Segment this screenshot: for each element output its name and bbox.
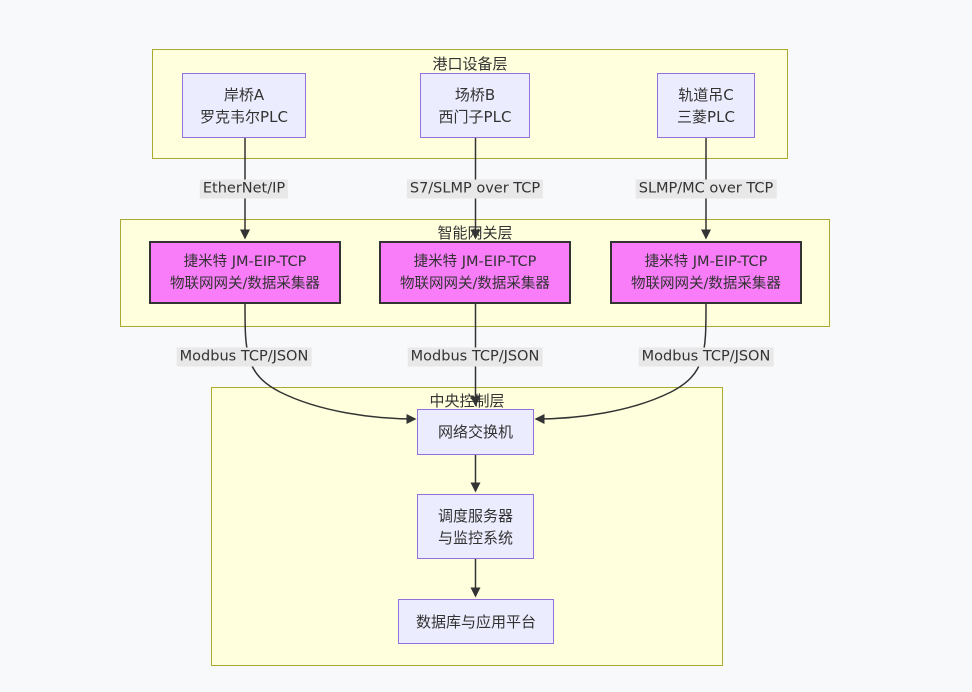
node-rail-crane-c-line1: 轨道吊C	[678, 85, 734, 104]
node-gateway-1: 捷米特 JM-EIP-TCP 物联网网关/数据采集器	[149, 241, 341, 304]
node-network-switch: 网络交换机	[417, 409, 534, 455]
cluster-title-central-control-layer: 中央控制层	[429, 392, 505, 410]
edge-label-ethernet-ip: EtherNet/IP	[199, 179, 289, 199]
edge-label-s7-slmp-over-tcp: S7/SLMP over TCP	[406, 179, 544, 199]
edge-gateway1-to-switch	[244, 303, 417, 424]
node-dispatch-server-line1: 调度服务器	[437, 506, 513, 525]
node-yard-crane-b-line2: 西门子PLC	[438, 107, 512, 126]
node-gateway-1-line1: 捷米特 JM-EIP-TCP	[183, 253, 307, 270]
node-rail-crane-c-line2: 三菱PLC	[677, 107, 735, 126]
edge-label-slmp-mc-over-tcp: SLMP/MC over TCP	[635, 179, 777, 199]
cluster-title-port-equipment-layer: 港口设备层	[432, 55, 508, 73]
node-gateway-2-line1: 捷米特 JM-EIP-TCP	[413, 253, 537, 270]
node-yard-crane-b-line1: 场桥B	[454, 85, 496, 104]
edge-gateway3-to-switch	[534, 303, 707, 424]
node-gateway-3-line2: 物联网网关/数据采集器	[631, 275, 781, 292]
edge-label-modbus-2: Modbus TCP/JSON	[407, 347, 543, 367]
node-gateway-3-line1: 捷米特 JM-EIP-TCP	[644, 253, 768, 270]
edge-label-modbus-3: Modbus TCP/JSON	[638, 347, 774, 367]
node-network-switch-line1: 网络交换机	[437, 423, 513, 441]
node-gateway-2-line2: 物联网网关/数据采集器	[400, 275, 550, 292]
node-quay-crane-a-line1: 岸桥A	[223, 85, 265, 104]
node-quay-crane-a-line2: 罗克韦尔PLC	[200, 107, 288, 126]
node-gateway-1-line2: 物联网网关/数据采集器	[170, 275, 320, 292]
node-database-platform-line1: 数据库与应用平台	[415, 612, 536, 631]
node-dispatch-server: 调度服务器 与监控系统	[417, 494, 534, 559]
node-rail-crane-c: 轨道吊C 三菱PLC	[657, 73, 755, 138]
node-gateway-3: 捷米特 JM-EIP-TCP 物联网网关/数据采集器	[610, 241, 802, 304]
node-quay-crane-a: 岸桥A 罗克韦尔PLC	[182, 73, 306, 138]
node-dispatch-server-line2: 与监控系统	[437, 528, 513, 547]
edge-label-modbus-1: Modbus TCP/JSON	[176, 347, 312, 367]
node-yard-crane-b: 场桥B 西门子PLC	[420, 73, 530, 138]
node-database-platform: 数据库与应用平台	[398, 599, 554, 644]
node-gateway-2: 捷米特 JM-EIP-TCP 物联网网关/数据采集器	[379, 241, 571, 304]
